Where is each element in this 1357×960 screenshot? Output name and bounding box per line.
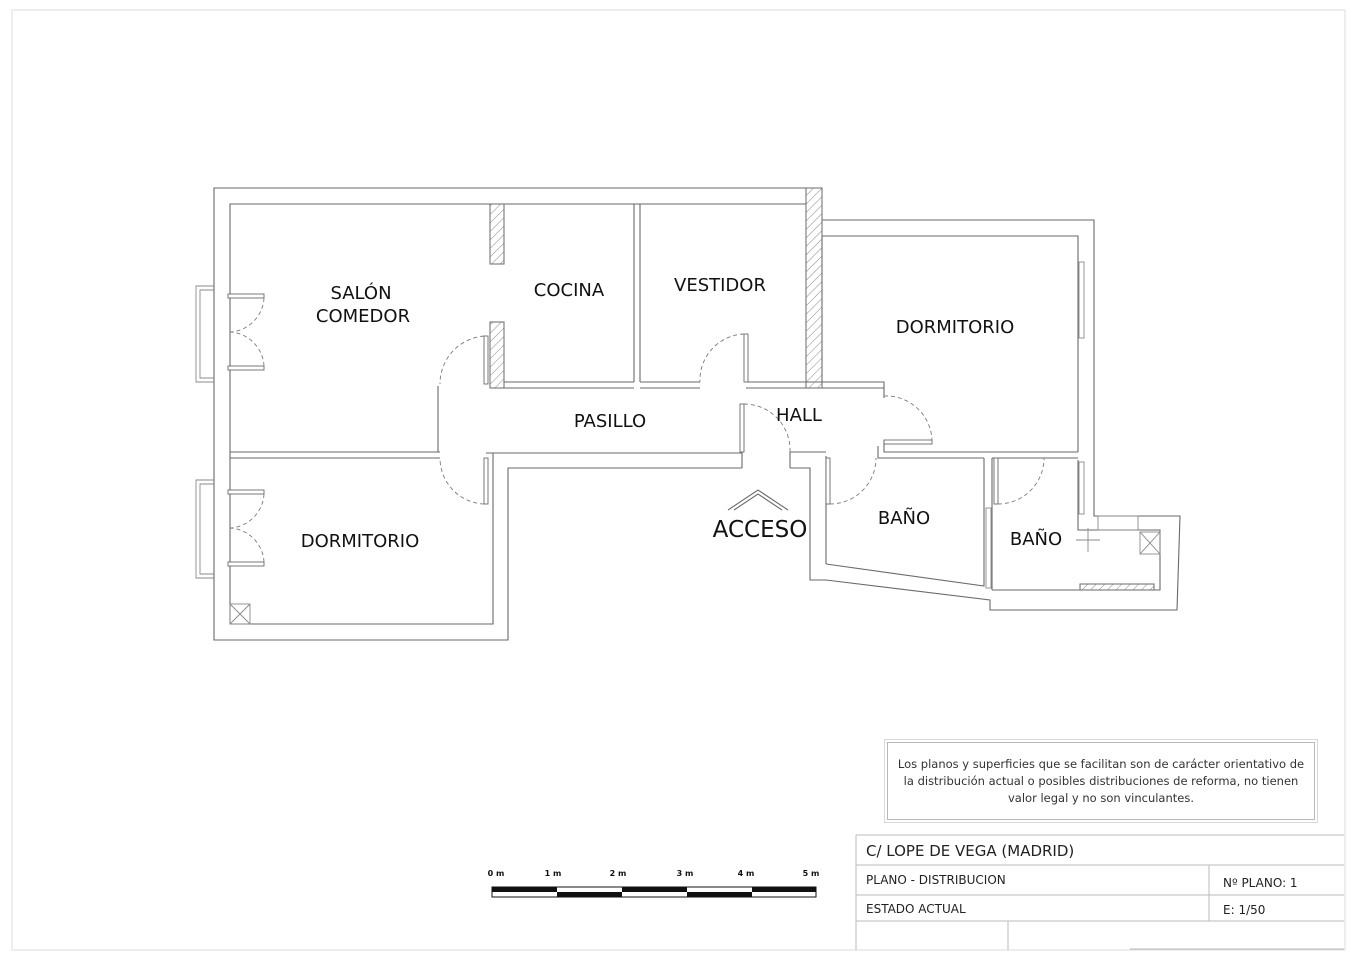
room-label-dormitorio: DORMITORIO (301, 531, 420, 552)
room-label-dormitorio-principal: DORMITORIO (896, 317, 1015, 338)
scale-label-3: 3 m (677, 869, 694, 878)
title-plan-number: Nº PLANO: 1 (1223, 876, 1298, 890)
disclaimer-text: Los planos y superficies que se facilita… (897, 756, 1305, 805)
outer-walls (213, 187, 1181, 641)
access-label: ACCESO (713, 517, 808, 543)
room-label-pasillo: PASILLO (574, 411, 646, 432)
doors (227, 293, 1139, 567)
scale-label-5: 5 m (803, 869, 820, 878)
scale-label-4: 4 m (738, 869, 755, 878)
room-label-comedor: COMEDOR (316, 306, 410, 327)
scale-label-1: 1 m (545, 869, 562, 878)
room-label-cocina: COCINA (534, 280, 605, 301)
scale-label-0: 0 m (488, 869, 505, 878)
title-state: ESTADO ACTUAL (866, 902, 966, 916)
room-label-hall: HALL (776, 405, 822, 426)
disclaimer-note: Los planos y superficies que se facilita… (884, 739, 1318, 823)
shafts (229, 528, 1161, 625)
room-label-bano-1: BAÑO (878, 507, 930, 529)
sheet-border (11, 9, 1346, 951)
room-label-salon: SALÓN (330, 282, 391, 304)
windows (195, 261, 1085, 589)
title-address: C/ LOPE DE VEGA (MADRID) (866, 842, 1074, 860)
structural-columns (489, 187, 1155, 591)
scale-label-2: 2 m (610, 869, 627, 878)
room-label-bano-2: BAÑO (1010, 528, 1062, 550)
access-arrow-icon (727, 489, 789, 511)
title-scale: E: 1/50 (1223, 903, 1265, 917)
title-block: C/ LOPE DE VEGA (MADRID) PLANO - DISTRIB… (855, 834, 1344, 950)
scale-bar: 0 m 1 m 2 m 3 m 4 m 5 m (488, 869, 820, 898)
title-plan-type: PLANO - DISTRIBUCION (866, 873, 1006, 887)
room-label-vestidor: VESTIDOR (674, 275, 766, 296)
